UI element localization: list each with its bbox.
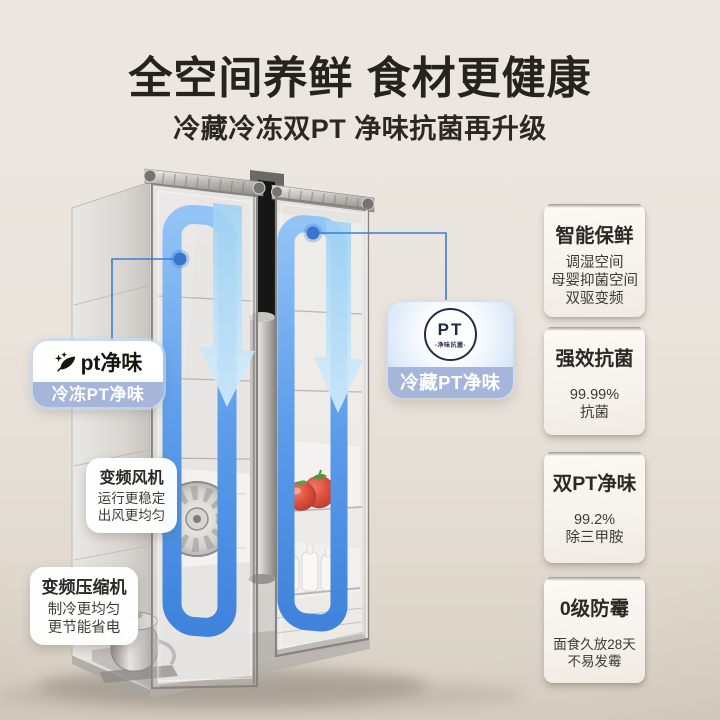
tomatoes-icon [286, 469, 336, 511]
fridge-pt-badge-area: PT -净味抗菌- [388, 302, 513, 367]
feature-card-body: 调湿空间 母婴抑菌空间 双驱变频 [544, 255, 645, 309]
feature-card-title: 双PT净味 [552, 473, 637, 495]
feature-card-anti-mold: 0级防霉 面食久放28天 不易发霉 [544, 577, 645, 683]
feature-card-body: 面食久放28天 不易发霉 [544, 637, 645, 670]
feature-card-title: 强效抗菌 [555, 348, 634, 370]
feature-card-dual-pt: 双PT净味 99.2% 除三甲胺 [544, 452, 645, 563]
page-subtitle: 冷藏冷冻双PT 净味抗菌再升级 [173, 114, 547, 144]
feature-card-antibacterial: 强效抗菌 99.99% 抗菌 [544, 327, 645, 435]
feature-card-smart-fresh: 智能保鲜 调湿空间 母婴抑菌空间 双驱变频 [544, 204, 645, 317]
freezer-pt-label-top: pt净味 [33, 341, 163, 382]
page-title: 全空间养鲜 食材更健康 [128, 54, 592, 103]
feature-card-line: 调湿空间 [565, 255, 624, 271]
callout-connectors [111, 223, 447, 340]
airflow-arrow-left [200, 203, 255, 407]
airflow-arrows [200, 203, 363, 413]
feature-card-line: 面食久放28天 [553, 637, 636, 652]
pt-badge-icon: PT -净味抗菌- [424, 308, 477, 361]
feature-card-line: 不易发霉 [567, 653, 622, 669]
feature-card-line: 双驱变频 [565, 290, 624, 307]
compressor-callout-title: 变频压缩机 [41, 578, 127, 597]
feature-card-title: 智能保鲜 [555, 225, 634, 247]
feature-card-line: 除三甲胺 [565, 529, 624, 546]
pt-badge-subtext: -净味抗菌- [435, 342, 466, 349]
feature-card-line: 母婴抑菌空间 [551, 272, 638, 289]
fridge-pt-label: PT -净味抗菌- 冷藏PT净味 [388, 302, 513, 398]
feature-card-line: 99.2% [573, 512, 616, 528]
compressor-callout-line: 制冷更均匀 [47, 602, 121, 618]
feature-card-line: 99.99% [569, 387, 620, 403]
feature-card-body: 99.2% 除三甲胺 [544, 512, 645, 548]
fan-callout-line: 运行更稳定 [97, 491, 166, 506]
fan-callout-title: 变频风机 [99, 470, 164, 487]
leaf-sparkle-icon [54, 351, 75, 372]
freezer-pt-name: pt净味 [80, 351, 143, 375]
top-rails [143, 168, 375, 213]
feature-card-line: 抗菌 [580, 404, 609, 421]
freezer-airflow-loop [162, 204, 237, 637]
feature-card-body: 99.99% 抗菌 [544, 387, 645, 423]
pt-badge-text: PT [437, 319, 464, 339]
freezer-pt-band: 冷冻PT净味 [33, 382, 163, 407]
fan-callout-line: 出风更均匀 [97, 507, 166, 523]
fridge-pt-band: 冷藏PT净味 [388, 367, 513, 398]
fan-callout-card: 变频风机 运行更稳定 出风更均匀 [86, 458, 177, 533]
compressor-callout-card: 变频压缩机 制冷更均匀 更节能省电 [30, 567, 138, 646]
fridge-airflow-loop [277, 215, 348, 632]
feature-card-title: 0级防霉 [559, 598, 630, 620]
freezer-pt-label: pt净味 冷冻PT净味 [33, 341, 163, 407]
compressor-callout-line: 更节能省电 [47, 620, 121, 637]
airflow-arrow-right [314, 220, 363, 413]
